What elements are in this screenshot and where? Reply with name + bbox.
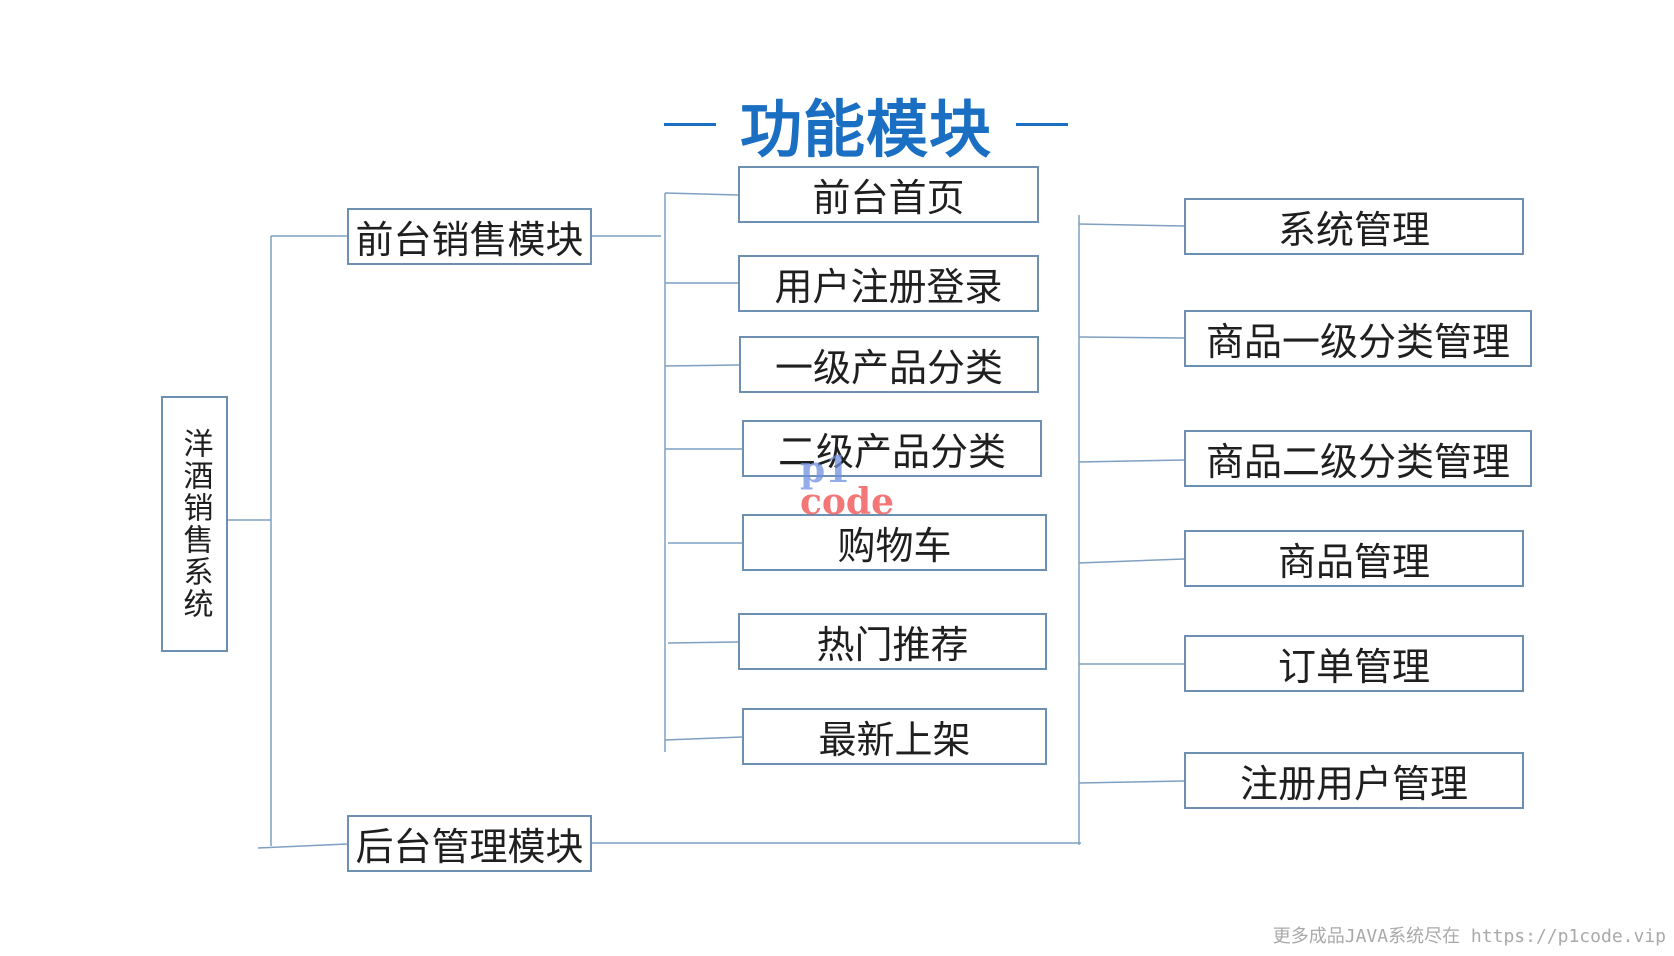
front-item-new: 最新上架 xyxy=(742,708,1047,765)
front-item-hot: 热门推荐 xyxy=(738,613,1047,670)
connector-line xyxy=(664,364,740,367)
connector-line xyxy=(664,736,743,741)
connector-line xyxy=(1078,336,1185,339)
title-left-dash xyxy=(664,122,716,126)
back-item-category-l2: 商品二级分类管理 xyxy=(1184,430,1532,487)
title-text: 功能模块 xyxy=(740,93,993,166)
back-item-system: 系统管理 xyxy=(1184,198,1524,255)
title-right-dash xyxy=(1016,122,1069,126)
watermark-logo: p1 code xyxy=(800,449,895,523)
connector-line xyxy=(257,843,348,849)
front-item-register-login: 用户注册登录 xyxy=(738,255,1039,312)
front-item-homepage: 前台首页 xyxy=(738,166,1039,223)
connector-line xyxy=(1078,780,1185,784)
watermark-line2: code xyxy=(800,481,895,523)
diagram-title: 功能模块 xyxy=(664,84,1069,166)
back-item-users: 注册用户管理 xyxy=(1184,752,1524,809)
watermark-line1: p1 xyxy=(800,449,851,491)
front-module-node: 前台销售模块 xyxy=(347,208,592,265)
back-item-goods: 商品管理 xyxy=(1184,530,1524,587)
connector-line xyxy=(1078,558,1185,564)
root-node: 洋酒销售系统 xyxy=(161,396,228,652)
front-item-category-l2: 二级产品分类 xyxy=(742,420,1042,477)
front-item-category-l1: 一级产品分类 xyxy=(739,336,1039,393)
connector-line xyxy=(1078,459,1185,463)
connector-line xyxy=(664,192,739,196)
footer-watermark: 更多成品JAVA系统尽在 https://p1code.vip xyxy=(1272,926,1666,947)
back-item-orders: 订单管理 xyxy=(1184,635,1524,692)
back-module-node: 后台管理模块 xyxy=(347,815,592,872)
front-item-cart: 购物车 xyxy=(742,514,1047,571)
back-item-category-l1: 商品一级分类管理 xyxy=(1184,310,1532,367)
connector-line xyxy=(1078,223,1185,227)
connector-line xyxy=(667,641,739,644)
